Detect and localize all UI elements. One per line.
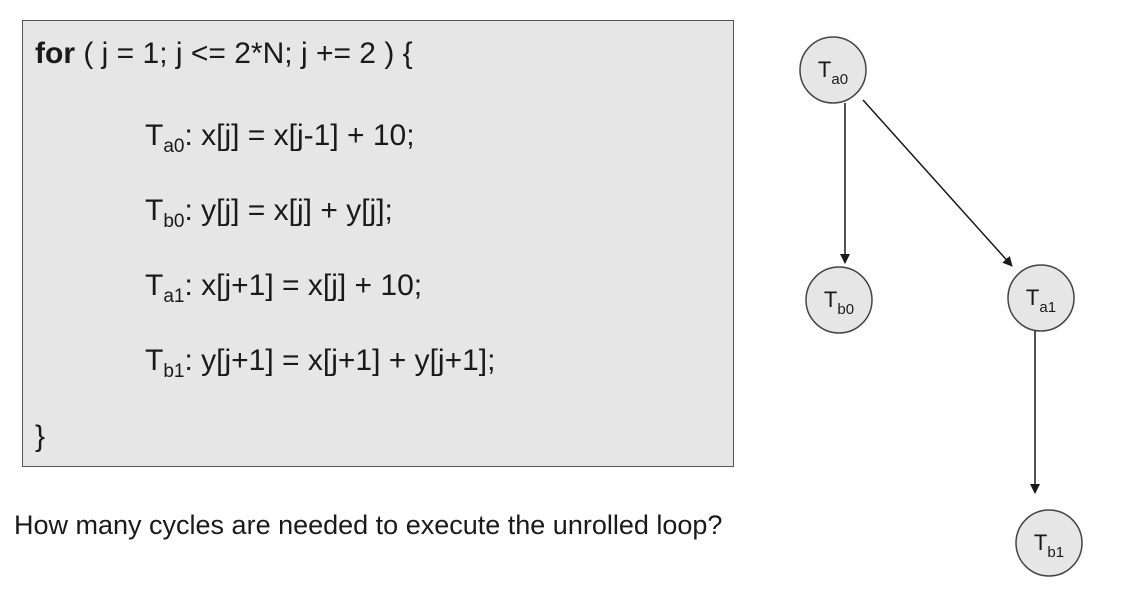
code-block: for ( j = 1; j <= 2*N; j += 2 ) { Ta0: x… [22, 20, 734, 467]
loop-header-text: ( j = 1; j <= 2*N; j += 2 ) { [75, 37, 413, 70]
node-subscript: a0 [831, 71, 848, 88]
statement-task-label: T [145, 269, 164, 302]
edge-ta0-ta1 [862, 99, 1013, 267]
node-label: T [1034, 530, 1047, 555]
statement-tb1: Tb1: y[j+1] = x[j+1] + y[j+1]; [145, 343, 496, 382]
statement-text: : x[j] = x[j-1] + 10; [184, 119, 415, 152]
statement-tb0: Tb0: y[j] = x[j] + y[j]; [145, 193, 393, 232]
statement-text: : y[j+1] = x[j+1] + y[j+1]; [184, 344, 496, 377]
statement-task-label: T [145, 194, 164, 227]
node-subscript: b0 [837, 301, 854, 318]
node-label: T [824, 287, 837, 312]
statement-ta1: Ta1: x[j+1] = x[j] + 10; [145, 268, 423, 307]
svg-text:Ta1: Ta1 [1026, 285, 1056, 316]
node-subscript: a1 [1039, 299, 1056, 316]
statement-task-label: T [145, 119, 164, 152]
question-text: How many cycles are needed to execute th… [14, 510, 723, 540]
statement-task-subscript: a0 [163, 136, 185, 157]
node-subscript: b1 [1047, 544, 1064, 561]
statement-task-label: T [145, 344, 164, 377]
for-keyword: for [35, 37, 75, 70]
node-ta1: Ta1 [1007, 264, 1075, 332]
node-tb0: Tb0 [805, 266, 873, 334]
statement-text: : x[j+1] = x[j] + 10; [184, 269, 423, 302]
node-tb1: Tb1 [1015, 509, 1083, 577]
svg-text:Ta0: Ta0 [818, 57, 848, 88]
statement-ta0: Ta0: x[j] = x[j-1] + 10; [145, 118, 415, 157]
loop-header: for ( j = 1; j <= 2*N; j += 2 ) { [35, 36, 413, 72]
closing-brace: } [35, 420, 46, 453]
statement-task-subscript: b0 [163, 211, 185, 232]
svg-text:Tb0: Tb0 [824, 287, 854, 318]
node-label: T [818, 57, 831, 82]
statement-task-subscript: b1 [163, 361, 185, 382]
node-ta0: Ta0 [799, 36, 867, 104]
svg-text:Tb1: Tb1 [1034, 530, 1064, 561]
statement-text: : y[j] = x[j] + y[j]; [184, 194, 393, 227]
statement-task-subscript: a1 [163, 286, 185, 307]
node-label: T [1026, 285, 1039, 310]
